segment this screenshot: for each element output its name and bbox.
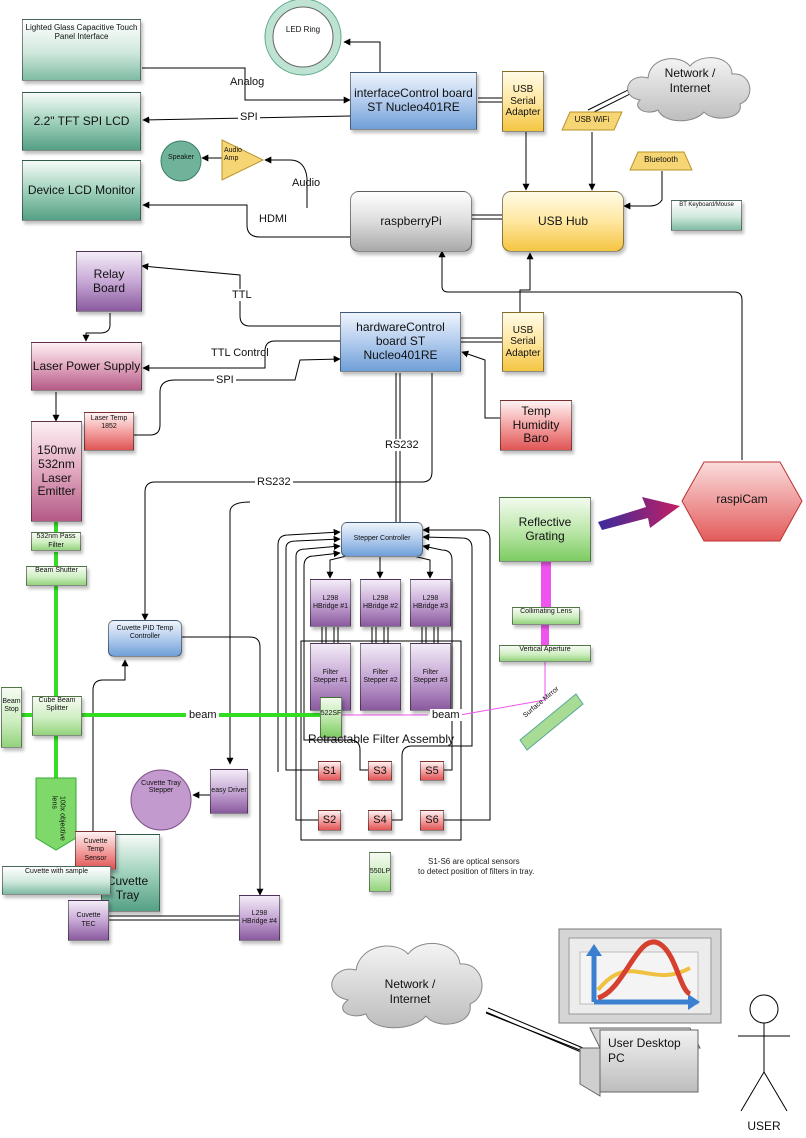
usb-serial-mid-node: USB Serial Adapter (502, 312, 544, 372)
cuvette-pid-node: Cuvette PID Temp Controller (108, 620, 182, 657)
network-cloud-bottom (331, 942, 483, 1029)
edge-label-audio: Audio (292, 177, 321, 189)
network-top-label: Network / Internet (664, 66, 716, 95)
hbridge-4-node: L298 HBridge #4 (239, 895, 280, 941)
assembly-frame (300, 640, 462, 841)
objective-lens-label: 100x objective lens (50, 796, 66, 841)
temp-humidity-node: Temp Humidity Baro (500, 400, 572, 451)
sensor-s1-node: S1 (318, 761, 341, 781)
cuvette-sample-node: Cuvette with sample (2, 866, 111, 895)
edge-label-beam-right: beam (430, 709, 462, 721)
hbridge-1-node: L298 HBridge #1 (310, 579, 351, 627)
usb-wifi-shape (561, 111, 623, 131)
beam-stop-node: Beam Stop (1, 687, 22, 748)
audio-amp-label: Audio Amp (224, 147, 242, 162)
filter-stepper-2-node: Filter Stepper #2 (360, 643, 401, 711)
beam-shutter-node: Beam Shutter (26, 566, 87, 586)
edge-label-rs232-a: RS232 (383, 439, 421, 451)
green-beam (22, 522, 322, 780)
cuvette-temp-sensor-node: Cuvette Temp Sensor (75, 831, 116, 870)
sensor-s3-node: S3 (368, 761, 392, 781)
interface-control-node: interfaceControl board ST Nucleo401RE (350, 72, 477, 130)
stepper-controller-node: Stepper Controller (341, 522, 423, 557)
chart-icon (586, 939, 700, 1010)
relay-board-node: Relay Board (76, 251, 142, 312)
user-pc-shape (599, 1029, 699, 1093)
device-lcd-node: Device LCD Monitor (22, 160, 141, 221)
user-label: USER (747, 1119, 781, 1133)
magenta-beam (342, 562, 551, 716)
edge-label-spi-mid: SPI (214, 374, 236, 386)
cuvette-tray-stepper-shape (130, 769, 192, 831)
filter-522-node: 522SF (320, 697, 342, 738)
tft-lcd-node: 2.2" TFT SPI LCD (22, 92, 141, 151)
user-figure (738, 994, 790, 1112)
edge-label-ttl-control: TTL Control (211, 347, 269, 359)
raspberry-pi-node: raspberryPi (350, 191, 472, 252)
bluetooth-shape (629, 151, 693, 171)
audio-amp-shape (221, 139, 265, 181)
pass-filter-node: 532nm Pass Filter (31, 532, 81, 551)
touch-panel-node: Lighted Glass Capacitive Touch Panel Int… (22, 19, 141, 81)
bt-keyboard-node: BT Keyboard/Mouse (671, 200, 742, 231)
collimating-lens-node: Collimating Lens (512, 607, 580, 625)
usb-hub-node: USB Hub (502, 191, 624, 252)
reflective-grating-node: Reflective Grating (499, 497, 591, 562)
laser-power-node: Laser Power Supply (31, 342, 142, 391)
bluetooth-label: Bluetooth (644, 155, 678, 164)
hardware-control-node: hardwareControl board ST Nucleo401RE (340, 312, 461, 372)
user-pc-label: User Desktop PC (608, 1036, 681, 1065)
cuvette-tec-node: Cuvette TEC (68, 900, 109, 941)
speaker-label: Speaker (167, 154, 195, 161)
hbridge-2-node: L298 HBridge #2 (360, 579, 401, 627)
cube-splitter-node: Cube Beam Splitter (32, 696, 82, 736)
edge-label-hdmi: HDMI (259, 213, 288, 225)
laser-temp-node: Laser Temp 1852 (84, 412, 134, 451)
sensor-s6-node: S6 (420, 810, 444, 831)
usb-serial-top-node: USB Serial Adapter (502, 71, 544, 132)
vertical-aperture-node: Vertical Aperture (499, 645, 591, 662)
edge-label-beam-left: beam (187, 709, 219, 721)
network-bottom-label: Network / Internet (384, 977, 436, 1006)
easy-driver-node: easy Driver (210, 769, 248, 814)
surface-mirror-shape (519, 693, 584, 751)
laser-emitter-node: 150mw 532nm Laser Emitter (31, 421, 82, 522)
grating-to-camera-arrow (598, 497, 680, 530)
sensor-s2-node: S2 (318, 810, 341, 831)
cuvette-tray-stepper-label: Cuvette Tray Stepper (141, 780, 181, 794)
edge-label-spi-top: SPI (238, 111, 260, 123)
filter-stepper-3-node: Filter Stepper #3 (410, 643, 451, 711)
edge-label-rs232-b: RS232 (255, 476, 293, 488)
hbridge-3-node: L298 HBridge #3 (410, 579, 451, 627)
sensor-s4-node: S4 (368, 810, 392, 831)
sensor-s5-node: S5 (420, 761, 444, 781)
led-ring-label: LED Ring (285, 25, 321, 34)
sensor-note-line-2: to detect position of filters in tray. (418, 867, 535, 876)
filter-550-node: 550LP (369, 852, 391, 892)
speaker-shape (160, 140, 202, 182)
network-cloud-top (627, 57, 751, 122)
objective-lens-shape (35, 777, 77, 851)
retractable-assembly-label: Retractable Filter Assembly (307, 732, 455, 746)
sensor-note-line-1: S1-S6 are optical sensors (428, 857, 520, 866)
sensor-note: S1-S6 are optical sensors to detect posi… (418, 857, 534, 877)
usb-wifi-label: USB WiFi (574, 115, 610, 124)
edge-label-analog: Analog (230, 76, 265, 88)
raspicam-label: raspiCam (716, 492, 768, 506)
raspicam-shape (681, 461, 803, 542)
edge-label-ttl: TTL (230, 289, 254, 301)
